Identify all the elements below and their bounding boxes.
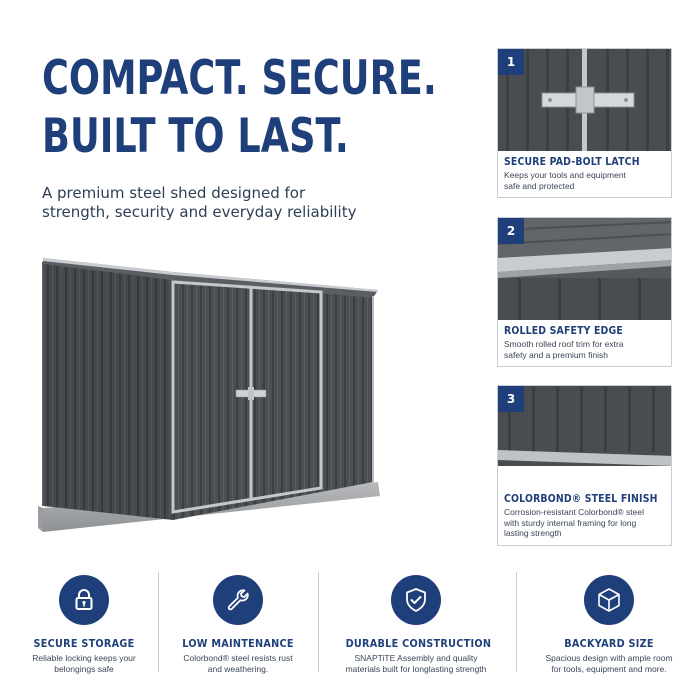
benefit-durable-construction: DURABLE CONSTRUCTION SNAPTiTE Assembly a… bbox=[336, 572, 496, 674]
subheadline-line-1: A premium steel shed designed for bbox=[42, 184, 306, 202]
headline: COMPACT. SECURE. BUILT TO LAST. bbox=[42, 50, 437, 166]
benefit-description: Reliable locking keeps your belongings s… bbox=[4, 653, 164, 674]
benefit-title: LOW MAINTENANCE bbox=[182, 637, 294, 650]
headline-line-2: BUILT TO LAST. bbox=[42, 109, 349, 164]
feature-card-3: 3 COLORBOND® STEEL FINISH Corrosion-resi… bbox=[497, 385, 672, 546]
benefit-description-line: belongings safe bbox=[54, 663, 114, 674]
benefit-secure-storage: SECURE STORAGE Reliable locking keeps yo… bbox=[4, 572, 164, 674]
feature-card-1: 1 SECURE PAD-BOLT LATCH Keeps your tools… bbox=[497, 48, 672, 198]
benefit-low-maintenance: LOW MAINTENANCE Colorbond® steel resists… bbox=[158, 572, 318, 674]
card-number-badge: 1 bbox=[498, 49, 524, 75]
card-title: SECURE PAD-BOLT LATCH bbox=[504, 155, 640, 168]
card-description: Corrosion-resistant Colorbond® steel wit… bbox=[504, 507, 665, 539]
subheadline: A premium steel shed designed for streng… bbox=[42, 184, 462, 222]
benefit-description-line: Spacious design with ample room bbox=[545, 653, 673, 663]
benefit-description: Spacious design with ample room for tool… bbox=[524, 653, 694, 674]
benefit-title: BACKYARD SIZE bbox=[564, 637, 654, 650]
benefit-backyard-size: BACKYARD SIZE Spacious design with ample… bbox=[524, 572, 694, 674]
latch-closeup-image: 1 bbox=[498, 49, 671, 151]
benefit-description-line: materials built for longlasting strength bbox=[345, 663, 487, 674]
card-description-line: Corrosion-resistant Colorbond® steel bbox=[504, 507, 644, 517]
card-description-line: Smooth rolled roof trim for extra bbox=[504, 339, 624, 349]
benefit-description-line: Colorbond® steel resists rust bbox=[183, 653, 293, 663]
card-title: COLORBOND® STEEL FINISH bbox=[504, 492, 658, 505]
card-description-line: Keeps your tools and equipment bbox=[504, 170, 626, 180]
headline-line-1: COMPACT. SECURE. bbox=[42, 51, 437, 106]
card-description-line: safe and protected bbox=[504, 180, 575, 191]
feature-card-2: 2 ROLLED SAFETY EDGE Smooth rolled roof … bbox=[497, 217, 672, 367]
benefit-description-line: Reliable locking keeps your bbox=[32, 653, 136, 663]
subheadline-line-2: strength, security and everyday reliabil… bbox=[42, 203, 357, 221]
roof-edge-closeup-image: 2 bbox=[498, 218, 671, 320]
card-description: Keeps your tools and equipment safe and … bbox=[504, 170, 665, 191]
card-title: ROLLED SAFETY EDGE bbox=[504, 324, 623, 337]
benefit-description-line: SNAPTiTE Assembly and quality bbox=[354, 653, 478, 663]
shield-check-icon bbox=[391, 575, 441, 625]
card-description-line: with sturdy internal framing for long bbox=[504, 517, 637, 528]
divider bbox=[516, 572, 517, 672]
cube-icon bbox=[584, 575, 634, 625]
padlock-icon bbox=[59, 575, 109, 625]
benefits-row: SECURE STORAGE Reliable locking keeps yo… bbox=[0, 572, 700, 682]
divider bbox=[158, 572, 159, 672]
card-description-line: safety and a premium finish bbox=[504, 349, 608, 360]
benefit-description: SNAPTiTE Assembly and quality materials … bbox=[336, 653, 496, 674]
benefit-title: SECURE STORAGE bbox=[33, 637, 135, 650]
shed-product-image bbox=[38, 250, 388, 550]
benefit-description: Colorbond® steel resists rust and weathe… bbox=[158, 653, 318, 674]
card-number-badge: 3 bbox=[498, 386, 524, 412]
benefit-title: DURABLE CONSTRUCTION bbox=[345, 637, 492, 650]
wrench-icon bbox=[213, 575, 263, 625]
benefit-description-line: for tools, equipment and more. bbox=[551, 663, 667, 674]
card-description: Smooth rolled roof trim for extra safety… bbox=[504, 339, 665, 360]
card-description-line: lasting strength bbox=[504, 528, 562, 538]
steel-finish-closeup-image: 3 bbox=[498, 386, 671, 488]
card-number-badge: 2 bbox=[498, 218, 524, 244]
divider bbox=[318, 572, 319, 672]
benefit-description-line: and weathering. bbox=[207, 663, 269, 674]
